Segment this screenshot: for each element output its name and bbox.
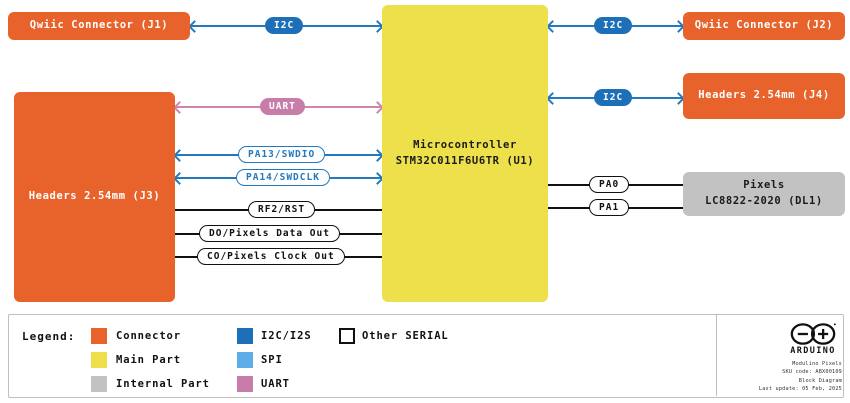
legend-swatch-main-part [91,352,107,368]
badge-label: I2C [603,92,624,103]
credit-doc-type: Block Diagram [798,377,842,384]
legend-label-uart: UART [261,378,290,390]
block-label: Qwiic Connector (J2) [694,19,834,32]
badge-i2c-j4[interactable]: I2C [594,89,633,106]
legend-label-internal-part: Internal Part [116,378,210,390]
credit-sku: SKU code: ABX00109 [782,369,842,376]
badge-uart[interactable]: UART [260,98,305,115]
badge-i2c-j1[interactable]: I2C [265,17,304,34]
legend-swatch-other-serial [339,328,355,344]
mcu-label-line2: STM32C011F6U6TR (U1) [395,154,535,167]
legend-label-other-serial: Other SERIAL [362,330,449,342]
badge-data-out[interactable]: DO/Pixels Data Out [199,225,340,242]
arrowhead-left-j4 [546,91,559,105]
legend-divider [716,314,717,396]
arduino-meta-block: Modulino Pixels SKU code: ABX00109 Block… [702,360,842,394]
block-label: Headers 2.54mm (J3) [28,190,161,203]
block-headers-j3[interactable]: Headers 2.54mm (J3) [14,92,175,302]
legend-swatch-i2c-i2s [237,328,253,344]
pixels-label-line1: Pixels [743,179,785,192]
legend-label-spi: SPI [261,354,283,366]
pixels-label-line2: LC8822-2020 (DL1) [705,195,823,207]
block-qwiic-connector-j2[interactable]: Qwiic Connector (J2) [683,12,845,40]
badge-clock-out[interactable]: CO/Pixels Clock Out [197,248,345,265]
badge-reset[interactable]: RF2/RST [248,201,316,218]
badge-label: CO/Pixels Clock Out [207,251,335,262]
legend-title: Legend: [22,330,76,343]
legend-swatch-internal-part [91,376,107,392]
block-pixels-dl1[interactable]: Pixels LC8822-2020 (DL1) [683,172,845,216]
arduino-wordmark: ARDUINO [790,346,836,356]
badge-pa0[interactable]: PA0 [589,176,630,193]
badge-swdio[interactable]: PA13/SWDIO [238,146,326,163]
badge-label: DO/Pixels Data Out [209,228,330,239]
mcu-label-line1: Microcontroller [413,138,517,151]
badge-label: I2C [274,20,295,31]
arrowhead-left-uart [173,100,186,114]
badge-pa1[interactable]: PA1 [589,199,630,216]
block-microcontroller[interactable]: Microcontroller STM32C011F6U6TR (U1) [382,5,548,302]
arrowhead-left-j2 [546,19,559,33]
badge-label: PA0 [599,179,620,190]
credit-product: Modulino Pixels [792,361,842,367]
legend-label-connector: Connector [116,330,181,342]
badge-label: I2C [603,20,624,31]
legend-panel [8,314,844,398]
badge-label: PA14/SWDCLK [246,172,320,183]
badge-label: RF2/RST [258,204,306,215]
arrowhead-left-swdclk [173,171,186,185]
arrowhead-left-j1 [188,19,201,33]
legend-label-i2c-i2s: I2C/I2S [261,330,312,342]
legend-swatch-connector [91,328,107,344]
credit-last-update: Last update: 05 Feb, 2025 [758,386,842,393]
block-headers-j4[interactable]: Headers 2.54mm (J4) [683,73,845,119]
badge-label: PA1 [599,202,620,213]
badge-label: PA13/SWDIO [248,149,316,160]
block-label: Qwiic Connector (J1) [29,19,169,32]
badge-label: UART [269,101,296,112]
arduino-infinity-logo [790,323,836,345]
legend-swatch-uart [237,376,253,392]
legend-label-main-part: Main Part [116,354,181,366]
badge-i2c-j2[interactable]: I2C [594,17,633,34]
badge-swdclk[interactable]: PA14/SWDCLK [236,169,330,186]
legend-swatch-spi [237,352,253,368]
arrowhead-left-swdio [173,148,186,162]
block-qwiic-connector-j1[interactable]: Qwiic Connector (J1) [8,12,190,40]
block-label: Headers 2.54mm (J4) [698,89,830,102]
